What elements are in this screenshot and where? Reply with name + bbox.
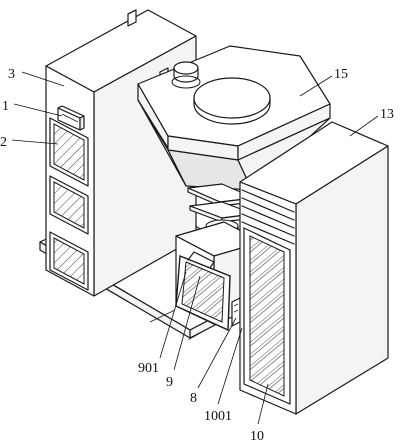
left-window-bottom <box>49 231 89 291</box>
label-1: 1 <box>2 99 9 114</box>
hood-knob <box>171 61 201 89</box>
control-switch <box>57 105 85 131</box>
label-15: 15 <box>334 67 348 82</box>
label-9: 9 <box>166 375 173 390</box>
label-13: 13 <box>380 107 394 122</box>
left-window-mid <box>49 175 89 235</box>
label-10: 10 <box>250 429 264 444</box>
leader-lines <box>11 71 379 425</box>
label-2: 2 <box>0 135 7 150</box>
lower-box-door <box>175 251 231 332</box>
label-1001: 1001 <box>204 409 232 424</box>
hood-disc <box>193 77 271 125</box>
label-901: 901 <box>138 361 159 376</box>
left-window-top <box>49 117 89 187</box>
label-3: 3 <box>8 67 15 82</box>
label-8: 8 <box>190 391 197 406</box>
right-cabinet-door <box>243 227 291 405</box>
latch <box>231 297 241 327</box>
